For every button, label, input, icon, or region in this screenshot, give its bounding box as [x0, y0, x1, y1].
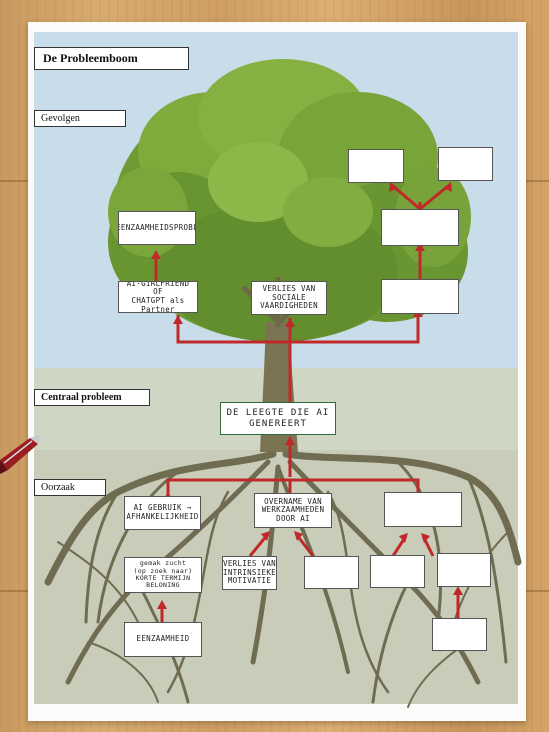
section-label-causes: Oorzaak: [34, 479, 106, 496]
pen: [0, 434, 41, 474]
cause-box-ai-dependency: AI GEBRUIK → AFHANKELIJKHEID: [124, 496, 201, 530]
cause-box-empty: [304, 556, 359, 589]
cause-box-loneliness: EENZAAMHEID: [124, 622, 202, 657]
section-label-effects: Gevolgen: [34, 110, 126, 127]
cause-box-empty: [384, 492, 462, 527]
effect-box-empty: [438, 147, 493, 181]
effect-box-loneliness-problem: EENZAAMHEIDSPROBL: [118, 211, 196, 245]
effect-box-empty: [381, 279, 459, 314]
cause-box-empty: [432, 618, 487, 651]
central-problem-box: DE LEEGTE DIE AI GENEREERT: [220, 402, 336, 435]
effect-box-empty: [348, 149, 404, 183]
effect-box-ai-partner: AI·GIRLFRIEND OF CHATGPT als Partner: [118, 281, 198, 313]
section-label-central: Centraal probleem: [34, 389, 150, 406]
cause-box-empty: [370, 555, 425, 588]
effect-box-empty: [381, 209, 459, 246]
cause-box-loss-motivation: VERLIES VAN INTRINSIEKE MOTIVATIE: [222, 556, 277, 590]
cause-box-ai-takeover-tasks: OVERNAME VAN WERKZAAMHEDEN DOOR AI: [254, 493, 332, 528]
cause-box-short-term-reward: gemak zucht (op zoek naar) KORTE TERMIJN…: [124, 557, 202, 593]
poster-title: De Probleemboom: [34, 47, 189, 70]
cause-box-empty: [437, 553, 491, 587]
cause-effect-arrows: [154, 184, 460, 622]
problem-tree-poster: De Probleemboom Gevolgen Centraal proble…: [28, 22, 526, 721]
effect-box-loss-social-skills: VERLIES VAN SOCIALE VAARDIGHEDEN: [251, 281, 327, 315]
